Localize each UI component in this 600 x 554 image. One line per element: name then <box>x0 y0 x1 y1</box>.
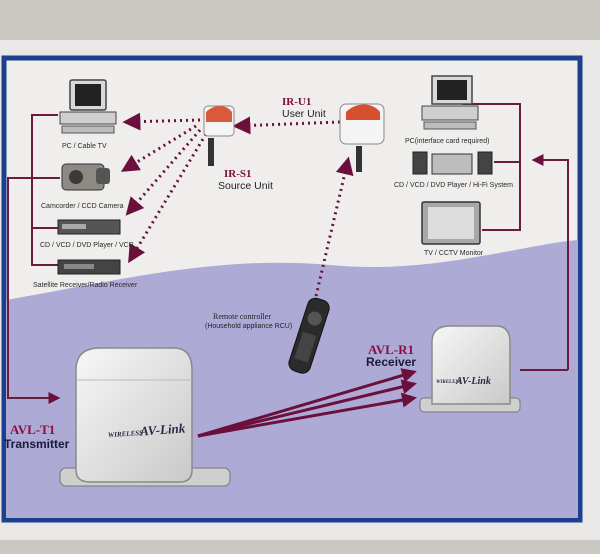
left-bus-lines <box>7 114 61 404</box>
satellite-device <box>57 259 121 275</box>
ir-user-unit <box>339 103 385 172</box>
receiver-brand-small: WIRELESS <box>436 380 462 385</box>
user-unit-code: IR-U1 <box>282 96 312 108</box>
rf-arrows <box>197 368 417 438</box>
receiver-name: Receiver <box>366 355 417 369</box>
receiver-pc-label: PC(interface card required) <box>405 138 490 145</box>
source-unit-name: Source Unit <box>218 180 273 192</box>
transmitter-device <box>59 347 231 487</box>
receiver-device <box>419 325 521 413</box>
camcorder-device <box>61 163 110 191</box>
transmitter-brand-big: AV-Link <box>139 420 186 439</box>
dvd-device <box>57 219 121 235</box>
camcorder-label: Camcorder / CCD Camera <box>41 203 124 210</box>
tv-device <box>421 201 481 245</box>
remote-subtitle: (Household appliance RCU) <box>205 323 293 330</box>
receiver-pc-device <box>421 75 479 130</box>
source-unit-code: IR-S1 <box>224 168 252 180</box>
right-bus-lines <box>462 103 569 371</box>
hifi-device <box>412 151 493 175</box>
tv-label: TV / CCTV Monitor <box>424 250 484 257</box>
satellite-label: Satellite Receiver/Radio Receiver <box>33 282 138 289</box>
ir-source-unit <box>203 105 235 166</box>
receiver-brand-big: AV-Link <box>456 376 491 387</box>
transmitter-code: AVL-T1 <box>10 422 56 437</box>
user-unit-name: User Unit <box>282 108 326 120</box>
pc-device <box>59 79 117 134</box>
hifi-label: CD / VCD / DVD Player / Hi-Fi System <box>394 182 514 189</box>
remote-control <box>288 297 330 374</box>
dvd-label: CD / VCD / DVD Player / VCR <box>40 242 134 249</box>
remote-title: Remote controller <box>213 312 271 321</box>
transmitter-name: Transmitter <box>4 437 70 451</box>
ir-arrows <box>120 112 354 297</box>
pc-cable-tv-label: PC / Cable TV <box>62 143 107 150</box>
receiver-code: AVL-R1 <box>368 342 414 357</box>
